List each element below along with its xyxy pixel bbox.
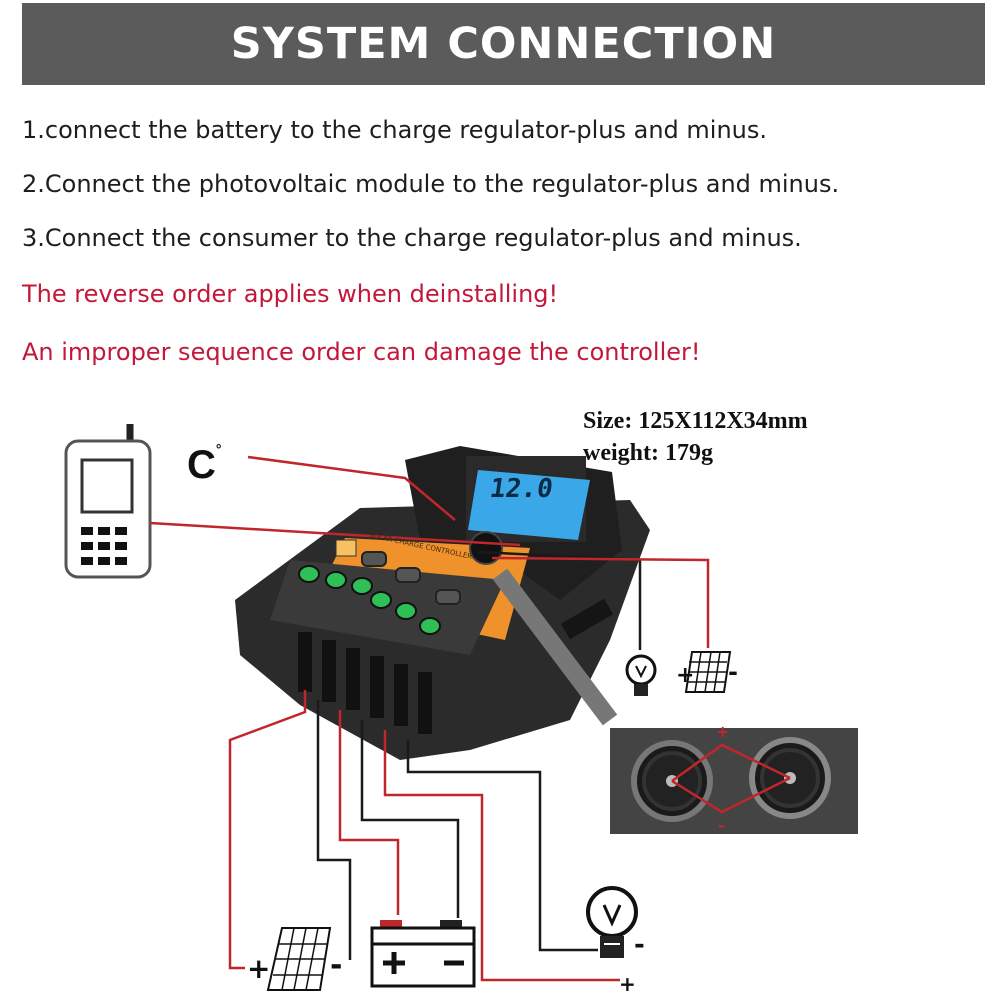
spec-size: Size: 125X112X34mm (583, 408, 808, 434)
lcd-reading: 12.0 (487, 474, 555, 504)
light-bulb-icon (625, 654, 657, 696)
bottom-panel-plus: + (247, 952, 271, 985)
temperature-unit: C (187, 443, 216, 487)
page-title: SYSTEM CONNECTION (230, 19, 777, 69)
light-bulb-icon (586, 886, 638, 958)
spec-weight: weight: 179g (583, 440, 713, 466)
small-panel-plus: + (676, 663, 695, 688)
solar-panel-icon (266, 927, 332, 991)
step-2: 2.Connect the photovoltaic module to the… (22, 170, 840, 198)
degree-symbol: ° (215, 440, 222, 457)
terminal-plus: + (716, 722, 730, 741)
terminal-closeup (610, 728, 858, 834)
solar-panel-icon (684, 651, 732, 693)
bulb-plus: + (619, 972, 636, 996)
terminal-minus: - (718, 816, 725, 835)
small-panel-minus: - (728, 658, 738, 686)
temperature-sensor-label: C° (187, 440, 222, 488)
step-1: 1.connect the battery to the charge regu… (22, 116, 768, 144)
battery-icon (370, 920, 476, 988)
step-3: 3.Connect the consumer to the charge reg… (22, 224, 802, 252)
phone-icon (64, 424, 152, 579)
bottom-panel-minus: - (330, 948, 343, 983)
bulb-minus: - (634, 930, 645, 960)
header-banner: SYSTEM CONNECTION (22, 3, 985, 85)
warning-reverse-order: The reverse order applies when deinstall… (22, 280, 559, 308)
charge-controller-icon (235, 446, 650, 760)
warning-improper-sequence: An improper sequence order can damage th… (22, 338, 701, 366)
